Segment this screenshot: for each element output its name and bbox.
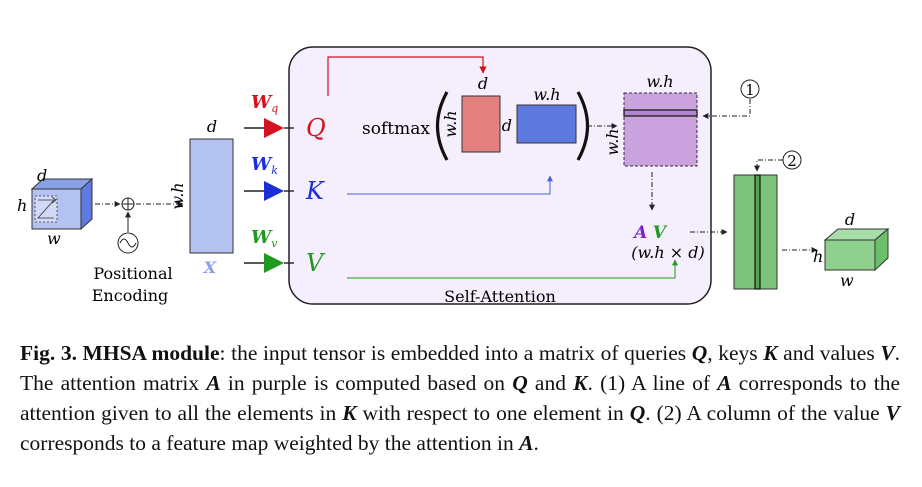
a-matrix-row-highlight [623,109,698,117]
wq-projection [244,118,294,138]
caption-text: . The attention matrix [20,341,901,395]
k-path-arrow [347,175,553,195]
x-rows-label: w.h [168,182,187,209]
caption-var-q: Q [691,341,708,365]
softmax-label: softmax [362,119,430,139]
k-block [516,104,577,144]
mhsa-diagram: Self-Attention h w d Positional Encoding… [17,46,890,306]
caption-label: Fig. 3. [20,341,77,365]
x-cols-label: d [207,117,217,136]
caption-text: : the input tensor is embedded into a ma… [219,341,692,365]
wk-projection [244,181,294,201]
figure-caption: Fig. 3. MHSA module: the input tensor is… [20,338,900,458]
caption-var-k: K [573,371,588,395]
x-name-label: X [203,258,217,277]
q-path-arrow [327,56,487,96]
caption-var-v: V [885,401,900,425]
q-block-cols-label: d [478,74,488,93]
caption-text: corresponds to a feature map weighted by… [20,431,520,455]
positional-encoding-line2: Encoding [92,286,168,305]
q-block-rows-label: w.h [441,110,460,137]
wq-label: Wq [251,92,278,115]
k-block-cols-label: w.h [533,85,560,104]
av-label: A V [632,223,668,243]
v-path-arrow [347,259,678,279]
input-tensor [30,177,94,231]
wv-projection [244,253,294,273]
left-parenthesis [436,91,449,161]
caption-var-k: K [763,341,778,365]
caption-text: with respect to one element in [356,401,630,425]
sine-wave-icon [117,232,139,254]
caption-text: corresponds to the attention given to al… [20,371,900,425]
caption-var-q: Q [512,371,528,395]
caption-var-a: A [717,371,732,395]
self-attention-box [288,46,712,305]
q-label: Q [306,114,326,142]
caption-text: in purple is computed based on [220,371,513,395]
wv-label: Wv [251,227,278,250]
marker-one-label: 1 [745,81,755,99]
k-block-rows-label: d [502,116,512,135]
caption-text: . (1) A line of [587,371,718,395]
x-matrix [189,138,234,254]
caption-text: . (2) A column of the value [645,401,886,425]
q-block [461,95,501,153]
output-w-label: w [840,271,854,290]
marker-two-label: 2 [787,152,797,170]
output-matrix-column-highlight [754,174,761,290]
k-label: K [305,177,326,205]
input-d-label: d [37,166,47,185]
caption-text: , keys [707,341,764,365]
v-label: V [306,249,326,277]
add-operator-icon [121,197,135,211]
a-cols-label: w.h [646,72,673,91]
caption-var-a: A [206,371,221,395]
output-h-label: h [813,247,823,266]
av-dims-label: (w.h × d) [631,243,705,262]
caption-var-q: Q [629,401,646,425]
input-h-label: h [17,196,27,215]
a-rows-label: w.h [603,128,622,155]
caption-var-v: V [880,341,895,365]
input-w-label: w [47,229,61,248]
output-tensor [823,227,890,272]
a-matrix [623,92,698,167]
self-attention-label: Self-Attention [444,287,556,306]
caption-title: MHSA module [82,341,220,365]
caption-text: and values [777,341,881,365]
positional-encoding-line1: Positional [93,264,172,283]
caption-text: . [533,431,539,455]
caption-var-a: A [519,431,534,455]
output-d-label: d [845,210,855,229]
wk-label: Wk [251,154,278,177]
marker-one [740,79,760,99]
caption-var-k: K [342,401,357,425]
caption-text: and [527,371,574,395]
